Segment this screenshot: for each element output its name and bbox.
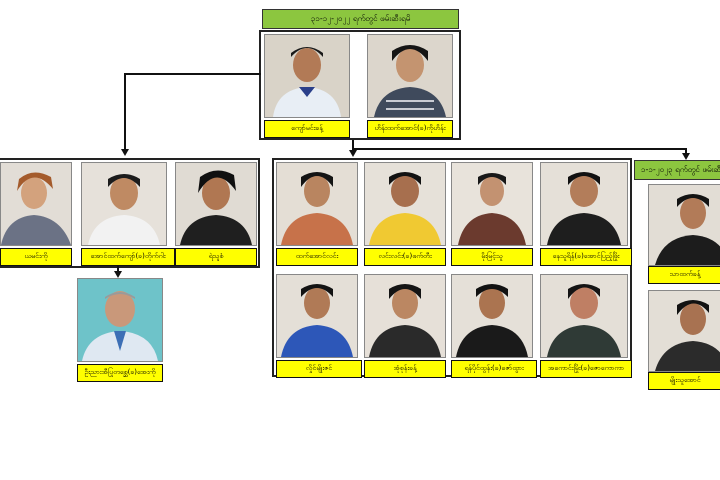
connector-top-to-left-horizontal [124,73,261,75]
connector-right-vertical [685,148,687,153]
connector-middle-horizontal [352,148,687,150]
top-header-text: ၃၁-၁၂-၂၀၂၂ ရက်တွင် ဖမ်းဆီးရမိ [310,14,411,23]
portrait-photo [364,274,446,358]
name-text: အကောင်းမြိုး(ခ)ဇောကောကာ [547,364,625,372]
person-card-m1[interactable]: ထက်အောင်လင်း [276,162,358,266]
name-text: ယမင်းကို [24,252,48,260]
portrait-photo [0,162,72,246]
portrait-photo [264,34,350,118]
name-label: အကောင်းမြိုး(ခ)ဇောကောကာ [540,360,632,378]
name-text: ဦးညားအီပြုတစ္ဆေ(ခ)အေးကို [84,368,156,376]
portrait-photo [276,274,358,358]
person-card-r1[interactable]: သာထက်ခန့် [648,184,720,284]
person-card-m8[interactable]: အကောင်းမြိုး(ခ)ဇောကောကာ [540,274,632,378]
person-card-l2[interactable]: အောင်ထက်ကျော်(ခ)တိုက်ဂါး [81,162,175,266]
name-label: အုံစုန်းခန့် [364,360,446,378]
name-text: ရန်ပိုင်ထွန်း(ခ)ဇော်ထွား [464,364,524,372]
name-label: လှိုင်မျိုးဇင် [276,360,362,378]
top-header: ၃၁-၁၂-၂၀၂၂ ရက်တွင် ဖမ်းဆီးရမိ [262,9,459,29]
person-card-m6[interactable]: အုံစုန်းခန့် [364,274,446,378]
person-card-m5[interactable]: လှိုင်မျိုးဇင် [276,274,362,378]
name-label: မျိုးသူအောင် [648,372,720,390]
connector-to-elder [117,264,119,272]
portrait-photo [367,34,453,118]
name-label: သာထက်ခန့် [648,266,720,284]
portrait-photo [648,184,720,266]
portrait-photo [364,162,446,246]
arrow-to-left-group [121,149,129,156]
person-card-l4[interactable]: ဦးညားအီပြုတစ္ဆေ(ခ)အေးကို [77,278,163,382]
arrow-to-elder [114,271,122,278]
name-text: ရဲသူစံ [208,252,224,260]
portrait-photo [451,162,533,246]
name-label: ထက်အောင်လင်း [276,248,358,266]
portrait-photo [175,162,257,246]
name-label: ရဲသူစံ [175,248,257,266]
arrow-to-middle-group [349,150,357,157]
name-label: ကျော်မင်းခန့် [264,120,350,138]
name-text: လင်းလင်း(ခ)ဖက်တီး [378,252,432,260]
portrait-photo [540,274,628,358]
name-label: ဦးညားအီပြုတစ္ဆေ(ခ)အေးကို [77,364,163,382]
name-text: မိုးမြင့်သူ [481,252,503,260]
name-text: နေသူရိန်(ခ)အောင်ပြည့်ဖြိုး [552,252,620,260]
name-text: အောင်ထက်ကျော်(ခ)တိုက်ဂါး [90,252,166,260]
person-card-m7[interactable]: ရန်ပိုင်ထွန်း(ခ)ဇော်ထွား [451,274,537,378]
name-label: ရန်ပိုင်ထွန်း(ခ)ဇော်ထွား [451,360,537,378]
name-text: ကျော်မင်းခန့် [291,124,323,132]
portrait-photo [77,278,163,362]
portrait-photo [540,162,628,246]
portrait-photo [276,162,358,246]
person-card-l1[interactable]: ယမင်းကို [0,162,72,266]
connector-top-down [352,140,354,150]
name-label: အောင်ထက်ကျော်(ခ)တိုက်ဂါး [81,248,175,266]
name-label: လင်းလင်း(ခ)ဖက်တီး [364,248,446,266]
person-card-r2[interactable]: မျိုးသူအောင် [648,290,720,390]
name-text: အုံစုန်းခန့် [393,364,417,372]
person-card-top1[interactable]: ကျော်မင်းခန့် [264,34,350,138]
name-label: ယမင်းကို [0,248,72,266]
name-label: မိုးမြင့်သူ [451,248,533,266]
person-card-l3[interactable]: ရဲသူစံ [175,162,257,266]
portrait-photo [648,290,720,372]
portrait-photo [451,274,533,358]
person-card-m4[interactable]: နေသူရိန်(ခ)အောင်ပြည့်ဖြိုး [540,162,632,266]
arrow-to-right-group [682,153,690,160]
portrait-photo [81,162,167,246]
right-header-text: ၁-၁-၂၀၂၃ ရက်တွင် ဖမ်းဆီး [641,165,720,174]
name-text: ဟိန်းထက်အောင်(ခ)ကိုဟိန်း [374,124,446,132]
person-card-top2[interactable]: ဟိန်းထက်အောင်(ခ)ကိုဟိန်း [367,34,453,138]
name-text: လှိုင်မျိုးဇင် [305,364,333,372]
person-card-m2[interactable]: လင်းလင်း(ခ)ဖက်တီး [364,162,446,266]
right-header: ၁-၁-၂၀၂၃ ရက်တွင် ဖမ်းဆီး [634,160,720,180]
name-text: မျိုးသူအောင် [669,376,701,384]
name-label: ဟိန်းထက်အောင်(ခ)ကိုဟိန်း [367,120,453,138]
name-text: ထက်အောင်လင်း [295,252,339,260]
name-label: နေသူရိန်(ခ)အောင်ပြည့်ဖြိုး [540,248,632,266]
name-text: သာထက်ခန့် [669,270,701,278]
person-card-m3[interactable]: မိုးမြင့်သူ [451,162,533,266]
connector-left-vertical [124,73,126,149]
